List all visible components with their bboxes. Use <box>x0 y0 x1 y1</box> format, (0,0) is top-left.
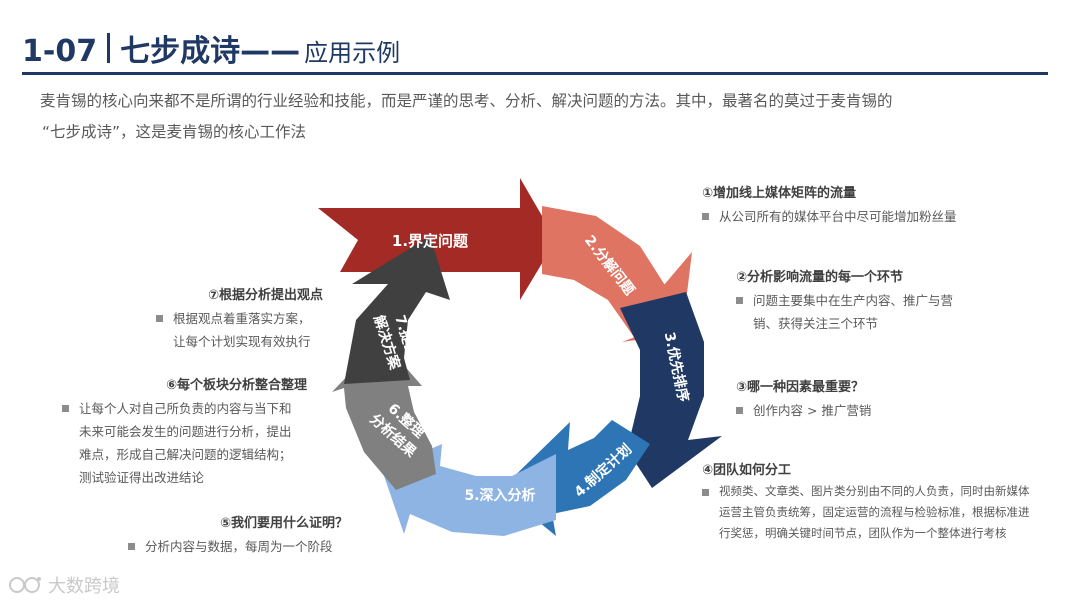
intro-paragraph: 麦肯锡的核心向来都不是所谓的行业经验和技能，而是严谨的思考、分析、解决问题的方法… <box>40 86 1050 148</box>
bullet-icon <box>128 543 135 550</box>
note-6-text: 让每个人对自己所负责的内容与当下和 未来可能会发生的问题进行分析，提出 难点，形… <box>79 401 292 485</box>
bullet-icon <box>702 213 709 220</box>
bullet-icon <box>736 297 743 304</box>
bullet-icon <box>62 405 69 412</box>
note-4-heading: ④团队如何分工 <box>702 463 792 478</box>
step-3-arrow <box>618 292 722 488</box>
note-4-text: 视频类、文章类、图片类分别由不同的人负责，同时由新媒体 运营主管负责统筹，固定运… <box>719 484 1030 540</box>
title-main: 七步成诗—— <box>120 34 301 69</box>
title-divider <box>107 33 111 63</box>
title-underline <box>22 72 1048 75</box>
note-6: ⑥每个板块分析整合整理 让每个人对自己所负责的内容与当下和 未来可能会发生的问题… <box>62 374 307 489</box>
bullet-icon <box>702 489 709 496</box>
title-subtitle: 应用示例 <box>304 39 401 67</box>
slide-title: 1-07 七步成诗—— 应用示例 <box>22 26 400 70</box>
watermark-logo: 大数跨境 <box>8 572 120 598</box>
watermark-text: 大数跨境 <box>48 576 120 597</box>
note-2-heading: ②分析影响流量的每一个环节 <box>736 270 904 285</box>
brand-logo-icon <box>9 577 41 593</box>
step-5-label: 5.深入分析 <box>464 487 535 504</box>
note-2-text: 问题主要集中在生产内容、推广与营 销、获得关注三个环节 <box>753 293 954 331</box>
note-5: ⑤我们要用什么证明？ 分析内容与数据，每周为一个阶段 <box>128 512 348 558</box>
note-2: ②分析影响流量的每一个环节 问题主要集中在生产内容、推广与营 销、获得关注三个环… <box>736 266 953 335</box>
note-1-heading: ①增加线上媒体矩阵的流量 <box>702 186 857 201</box>
note-3: ③哪一种因素最重要？ 创作内容 > 推广营销 <box>736 376 871 422</box>
intro-line-1: 麦肯锡的核心向来都不是所谓的行业经验和技能，而是严谨的思考、分析、解决问题的方法… <box>40 92 893 110</box>
step-7-arrow <box>344 236 450 384</box>
note-1-text: 从公司所有的媒体平台中尽可能增加粉丝量 <box>719 209 957 224</box>
bullet-icon <box>736 407 743 414</box>
note-3-heading: ③哪一种因素最重要？ <box>736 380 865 395</box>
note-7: ⑦根据分析提出观点 根据观点着重落实方案， 让每个计划实现有效执行 <box>156 284 323 353</box>
note-7-heading: ⑦根据分析提出观点 <box>208 288 324 303</box>
title-number: 1-07 <box>22 34 98 69</box>
note-1: ①增加线上媒体矩阵的流量 从公司所有的媒体平台中尽可能增加粉丝量 <box>702 182 957 228</box>
intro-line-2: “七步成诗”，这是麦肯锡的核心工作法 <box>42 123 307 141</box>
note-4: ④团队如何分工 视频类、文章类、图片类分别由不同的人负责，同时由新媒体 运营主管… <box>702 460 1030 544</box>
note-3-text: 创作内容 > 推广营销 <box>753 403 872 418</box>
step-1-label: 1.界定问题 <box>392 232 469 250</box>
note-5-heading: ⑤我们要用什么证明？ <box>220 516 349 531</box>
note-7-text: 根据观点着重落实方案， 让每个计划实现有效执行 <box>173 311 311 349</box>
note-5-text: 分析内容与数据，每周为一个阶段 <box>145 539 333 554</box>
note-6-heading: ⑥每个板块分析整合整理 <box>166 378 308 393</box>
bullet-icon <box>156 315 163 322</box>
